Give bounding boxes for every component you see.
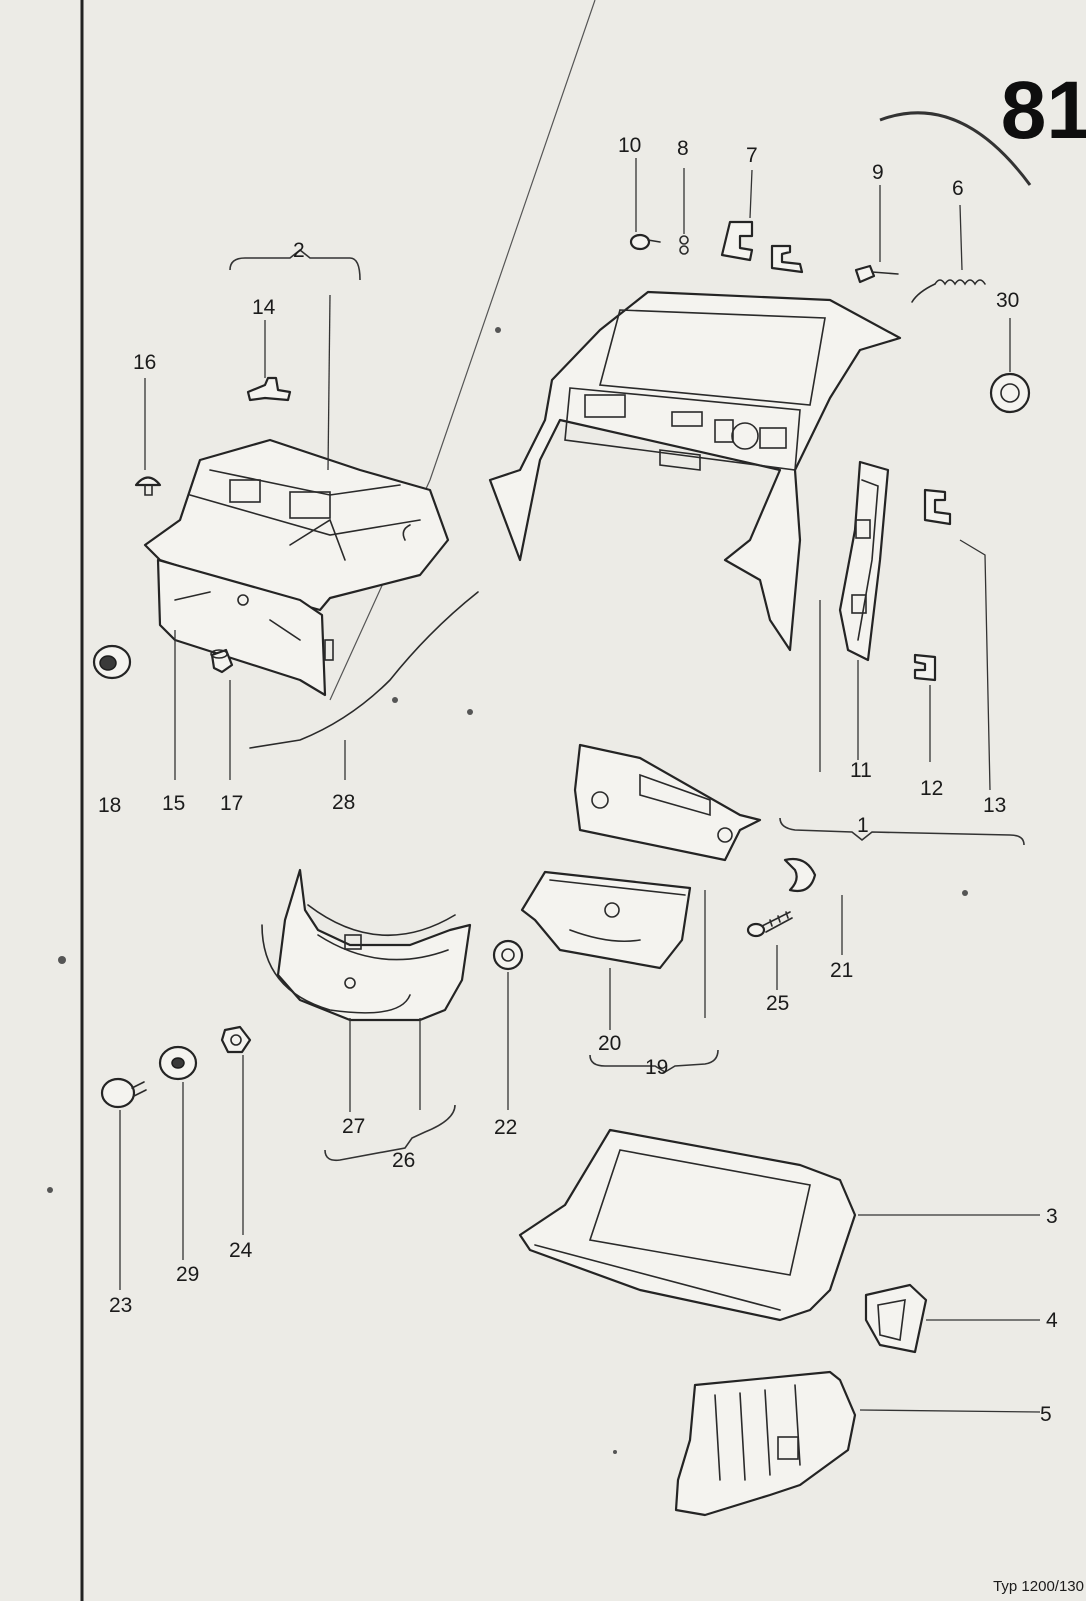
callout-17: 17 <box>220 792 244 815</box>
seal-part-27 <box>261 924 411 1014</box>
seal-strip-part-28 <box>249 591 479 749</box>
clip-part-16 <box>134 476 162 496</box>
print-speckle <box>47 327 968 1454</box>
washer-part-29 <box>158 1045 198 1081</box>
callout-19: 19 <box>645 1056 669 1079</box>
grommet-part-18 <box>92 644 132 680</box>
callout-11: 11 <box>850 759 872 782</box>
callout-25: 25 <box>766 992 790 1015</box>
callout-10: 10 <box>618 134 642 157</box>
grouping-braces <box>229 248 1025 1162</box>
washer-part-8 <box>679 235 689 255</box>
callout-2: 2 <box>293 239 305 262</box>
callout-26: 26 <box>392 1149 416 1172</box>
rear-panel-part-3 <box>518 1128 857 1322</box>
bracket-part-4 <box>864 1283 928 1354</box>
front-cup-part-26 <box>276 868 472 1022</box>
cap-part-21 <box>783 857 817 893</box>
bracket-part-14 <box>246 376 292 402</box>
spring-part-6 <box>911 279 986 303</box>
nut-part-24 <box>220 1025 252 1054</box>
crossmember-part-19 <box>573 743 762 862</box>
bottom-panel-part-5 <box>674 1370 857 1517</box>
callout-16: 16 <box>133 351 157 374</box>
callout-1: 1 <box>857 814 869 837</box>
plug-part-17 <box>210 648 234 674</box>
clip-part-12 <box>913 653 937 682</box>
bolt-part-10 <box>629 233 661 251</box>
callout-3: 3 <box>1046 1205 1058 1228</box>
screw-part-25 <box>746 911 793 938</box>
callout-18: 18 <box>98 794 122 817</box>
callout-20: 20 <box>598 1032 622 1055</box>
nut-part-30 <box>989 372 1031 414</box>
callout-5: 5 <box>1040 1403 1052 1426</box>
cable-trace <box>879 111 1032 186</box>
callout-13: 13 <box>983 794 1007 817</box>
crease-line <box>329 0 596 701</box>
callout-14: 14 <box>252 296 276 319</box>
callout-4: 4 <box>1046 1309 1058 1332</box>
callout-12: 12 <box>920 777 944 800</box>
clip-part-13 <box>923 488 952 526</box>
tray-part-2 <box>143 438 450 697</box>
callout-22: 22 <box>494 1116 518 1139</box>
clip-ring-part-22 <box>492 939 524 971</box>
footer-model-type: Typ 1200/130 <box>993 1578 1084 1595</box>
callout-15: 15 <box>162 792 186 815</box>
callout-29: 29 <box>176 1263 200 1286</box>
callout-21: 21 <box>830 959 854 982</box>
callout-28: 28 <box>332 791 356 814</box>
leader-lines <box>119 158 1041 1413</box>
callout-9: 9 <box>872 161 884 184</box>
callout-27: 27 <box>342 1115 366 1138</box>
page-number: 81 <box>1000 65 1086 156</box>
callout-6: 6 <box>952 177 964 200</box>
callout-30: 30 <box>996 289 1020 312</box>
pin-part-9 <box>854 264 899 284</box>
callout-23: 23 <box>109 1294 133 1317</box>
panel-part-20 <box>520 870 692 970</box>
bolt-part-23 <box>100 1077 147 1109</box>
front-panel-part-1 <box>488 290 902 652</box>
callout-8: 8 <box>677 137 689 160</box>
callout-24: 24 <box>229 1239 253 1262</box>
hook-part-7 <box>720 220 804 274</box>
side-bracket-part-11 <box>838 460 890 662</box>
callout-7: 7 <box>746 144 758 167</box>
